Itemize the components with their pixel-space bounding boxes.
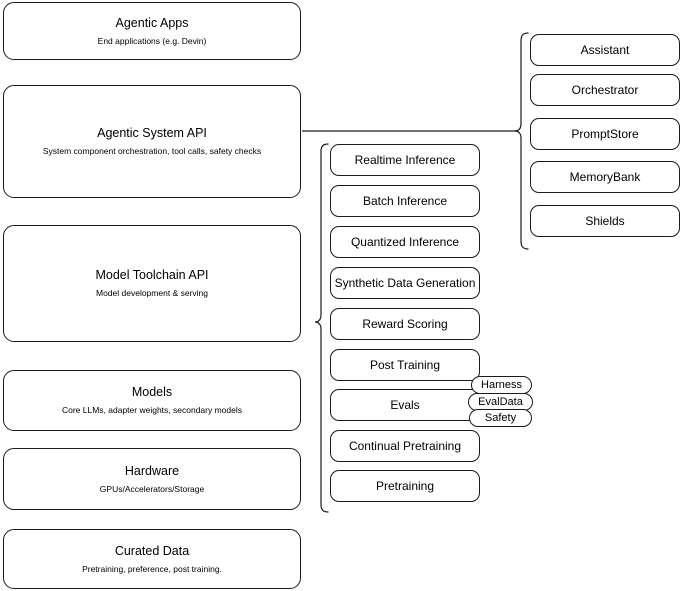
toolchain-component-synthetic-data-generation[interactable]: Synthetic Data Generation [330, 267, 480, 299]
eval-subcomponent-safety[interactable]: Safety [469, 409, 532, 427]
leaf-label: Batch Inference [362, 194, 448, 208]
leaf-label: Orchestrator [571, 83, 639, 97]
toolchain-component-reward-scoring[interactable]: Reward Scoring [330, 308, 480, 340]
leaf-label: Quantized Inference [350, 235, 460, 249]
stack-layer-model-toolchain-api[interactable]: Model Toolchain API Model development & … [3, 225, 301, 342]
stack-layer-subtitle: Core LLMs, adapter weights, secondary mo… [61, 405, 242, 415]
stack-layer-title: Models [131, 385, 173, 400]
stack-layer-title: Agentic System API [97, 126, 207, 141]
leaf-label: Shields [585, 214, 625, 228]
leaf-label: Reward Scoring [362, 317, 448, 331]
leaf-label: PromptStore [571, 127, 639, 141]
stack-layer-agentic-system-api[interactable]: Agentic System API System component orch… [3, 85, 301, 198]
leaf-label: Assistant [580, 43, 630, 57]
toolchain-component-batch-inference[interactable]: Batch Inference [330, 185, 480, 217]
pill-label: EvalData [478, 396, 523, 408]
agentic-component-shields[interactable]: Shields [530, 205, 680, 237]
stack-layer-models[interactable]: Models Core LLMs, adapter weights, secon… [3, 370, 301, 431]
leaf-label: Post Training [369, 358, 441, 372]
stack-layer-subtitle: System component orchestration, tool cal… [42, 146, 262, 156]
leaf-label: Pretraining [375, 479, 435, 493]
leaf-label: Synthetic Data Generation [334, 276, 476, 290]
toolchain-component-pretraining[interactable]: Pretraining [330, 470, 480, 502]
stack-layer-title: Hardware [124, 463, 180, 478]
toolchain-component-continual-pretraining[interactable]: Continual Pretraining [330, 430, 480, 462]
agentic-component-assistant[interactable]: Assistant [530, 34, 680, 66]
agentic-component-memorybank[interactable]: MemoryBank [530, 161, 680, 193]
leaf-label: Realtime Inference [354, 153, 456, 167]
pill-label: Safety [484, 412, 517, 424]
stack-layer-subtitle: Pretraining, preference, post training. [82, 563, 222, 574]
pill-label: Harness [481, 379, 522, 391]
stack-layer-title: Agentic Apps [115, 15, 189, 30]
toolchain-component-quantized-inference[interactable]: Quantized Inference [330, 226, 480, 258]
stack-layer-title: Model Toolchain API [95, 268, 209, 283]
eval-subcomponent-harness[interactable]: Harness [471, 376, 532, 394]
stack-layer-subtitle: Model development & serving [96, 288, 208, 298]
agentic-component-promptstore[interactable]: PromptStore [530, 118, 680, 150]
stack-layer-subtitle: GPUs/Accelerators/Storage [99, 483, 205, 494]
agentic-component-orchestrator[interactable]: Orchestrator [530, 74, 680, 106]
stack-layer-curated-data[interactable]: Curated Data Pretraining, preference, po… [3, 529, 301, 589]
leaf-label: Evals [390, 398, 420, 412]
toolchain-component-post-training[interactable]: Post Training [330, 349, 480, 381]
stack-layer-hardware[interactable]: Hardware GPUs/Accelerators/Storage [3, 448, 301, 510]
stack-layer-subtitle: End applications (e.g. Devin) [97, 35, 207, 46]
stack-layer-agentic-apps[interactable]: Agentic Apps End applications (e.g. Devi… [3, 2, 301, 60]
toolchain-component-evals[interactable]: Evals [330, 389, 480, 421]
stack-layer-title: Curated Data [114, 543, 190, 558]
leaf-label: MemoryBank [569, 170, 641, 184]
toolchain-component-realtime-inference[interactable]: Realtime Inference [330, 144, 480, 176]
leaf-label: Continual Pretraining [348, 439, 462, 453]
